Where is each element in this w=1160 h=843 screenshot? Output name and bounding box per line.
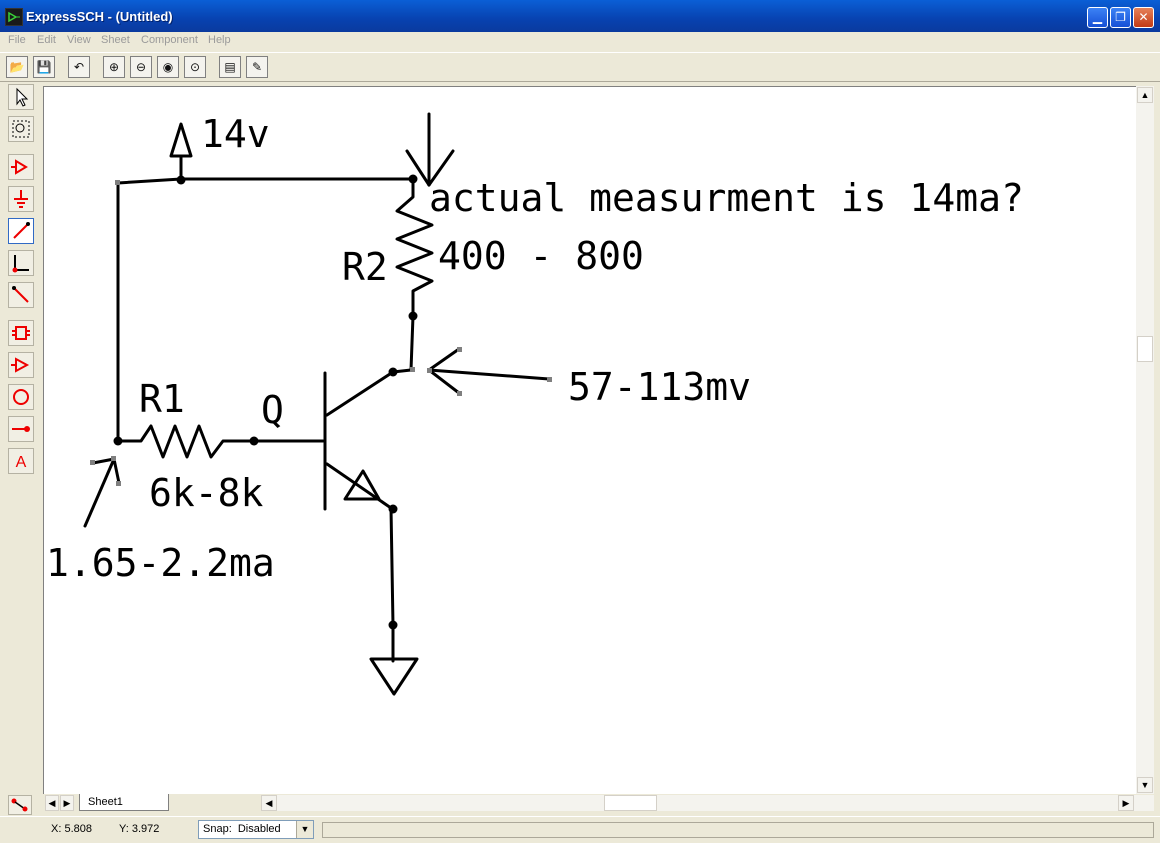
top-wire: [116, 177, 415, 185]
chevron-down-icon[interactable]: ▼: [296, 821, 313, 838]
status-bar: X: 5.808 Y: 3.972 Snap: Disabled ▼: [0, 816, 1160, 843]
r1-value: 6k-8k: [149, 471, 264, 515]
minimize-button[interactable]: ▁: [1087, 7, 1108, 28]
horizontal-scroll-thumb[interactable]: [604, 795, 657, 811]
junction-toggle-icon[interactable]: [8, 795, 32, 815]
wire-tool-icon[interactable]: [8, 218, 34, 244]
ground-icon[interactable]: [8, 186, 34, 212]
x-coordinate: X: 5.808: [51, 823, 92, 835]
restore-button[interactable]: ❐: [1110, 7, 1131, 28]
r2-resistor: [395, 177, 434, 318]
close-button[interactable]: ✕: [1133, 7, 1154, 28]
r1-label: R1: [139, 377, 185, 421]
zoom-out-icon[interactable]: ⊖: [130, 56, 152, 78]
bus-tool-icon[interactable]: [8, 250, 34, 276]
voltage-label: 57-113mv: [568, 365, 751, 409]
coordinates-panel: X: 5.808 Y: 3.972: [43, 822, 193, 838]
toolbar: 📂 💾 ↶ ⊕ ⊖ ◉ ⊙ ▤ ✎: [0, 52, 1160, 82]
ground-symbol-icon: [369, 657, 419, 696]
open-folder-icon[interactable]: 📂: [6, 56, 28, 78]
port-icon[interactable]: [8, 352, 34, 378]
title-bar: ExpressSCH - (Untitled) ▁ ❐ ✕: [0, 0, 1160, 32]
junction-icon[interactable]: [8, 416, 34, 442]
zoom-in-icon[interactable]: ⊕: [103, 56, 125, 78]
circle-shape-icon[interactable]: [8, 384, 34, 410]
ic-component-icon[interactable]: [8, 320, 34, 346]
current-label: 1.65-2.2ma: [46, 541, 275, 585]
scroll-right-icon[interactable]: ▶: [1118, 795, 1134, 811]
menu-view[interactable]: View: [67, 34, 91, 46]
horizontal-scrollbar[interactable]: ◀ ▶: [261, 795, 1154, 811]
app-icon: [5, 8, 23, 26]
menu-component[interactable]: Component: [141, 34, 198, 46]
snap-select[interactable]: Snap: Disabled ▼: [198, 820, 314, 839]
vertical-scrollbar[interactable]: ▲ ▼: [1136, 86, 1154, 794]
menu-bar: File Edit View Sheet Component Help: [0, 32, 1160, 50]
status-message-panel: [322, 822, 1154, 838]
q-label: Q: [261, 388, 284, 432]
schematic-canvas[interactable]: 14v actual measurment is 14ma? R2 400 - …: [43, 86, 1136, 794]
menu-edit[interactable]: Edit: [37, 34, 56, 46]
zoom-area-icon[interactable]: ⊙: [184, 56, 206, 78]
scroll-left-icon[interactable]: ◀: [261, 795, 277, 811]
zoom-fit-icon[interactable]: ◉: [157, 56, 179, 78]
svg-text:A: A: [16, 454, 27, 471]
r1-resistor: [114, 424, 325, 459]
tab-next-icon[interactable]: ▶: [60, 795, 74, 811]
zoom-select-icon[interactable]: [8, 116, 34, 142]
snap-value: Snap: Disabled: [203, 823, 281, 835]
properties-icon[interactable]: ▤: [219, 56, 241, 78]
measurement-note: actual measurment is 14ma?: [429, 176, 1024, 220]
scroll-down-icon[interactable]: ▼: [1137, 777, 1153, 793]
scroll-up-icon[interactable]: ▲: [1137, 87, 1153, 103]
component-wizard-icon[interactable]: ✎: [246, 56, 268, 78]
tab-prev-icon[interactable]: ◀: [45, 795, 59, 811]
menu-sheet[interactable]: Sheet: [101, 34, 130, 46]
menu-help[interactable]: Help: [208, 34, 231, 46]
save-icon[interactable]: 💾: [33, 56, 55, 78]
supply-arrow-icon: [169, 122, 193, 158]
sheet-tab-bar: ◀ ▶ Sheet1 ◀ ▶: [43, 794, 1154, 813]
vertical-scroll-thumb[interactable]: [1137, 336, 1153, 362]
tab-sheet1[interactable]: Sheet1: [79, 794, 169, 811]
schematic-drawing: 14v actual measurment is 14ma? R2 400 - …: [46, 112, 1024, 696]
select-pointer-icon[interactable]: [8, 84, 34, 110]
supply-label: 14v: [201, 112, 270, 156]
r2-value: 400 - 800: [438, 234, 644, 278]
y-coordinate: Y: 3.972: [119, 823, 160, 835]
emitter-arrow-icon: [343, 469, 381, 501]
menu-file[interactable]: File: [8, 34, 26, 46]
undo-icon[interactable]: ↶: [68, 56, 90, 78]
window-title: ExpressSCH - (Untitled): [26, 9, 173, 24]
tool-palette: A: [4, 84, 38, 484]
bus-entry-icon[interactable]: [8, 282, 34, 308]
r2-label: R2: [342, 245, 388, 289]
text-tool-icon[interactable]: A: [8, 448, 34, 474]
place-part-icon[interactable]: [8, 154, 34, 180]
